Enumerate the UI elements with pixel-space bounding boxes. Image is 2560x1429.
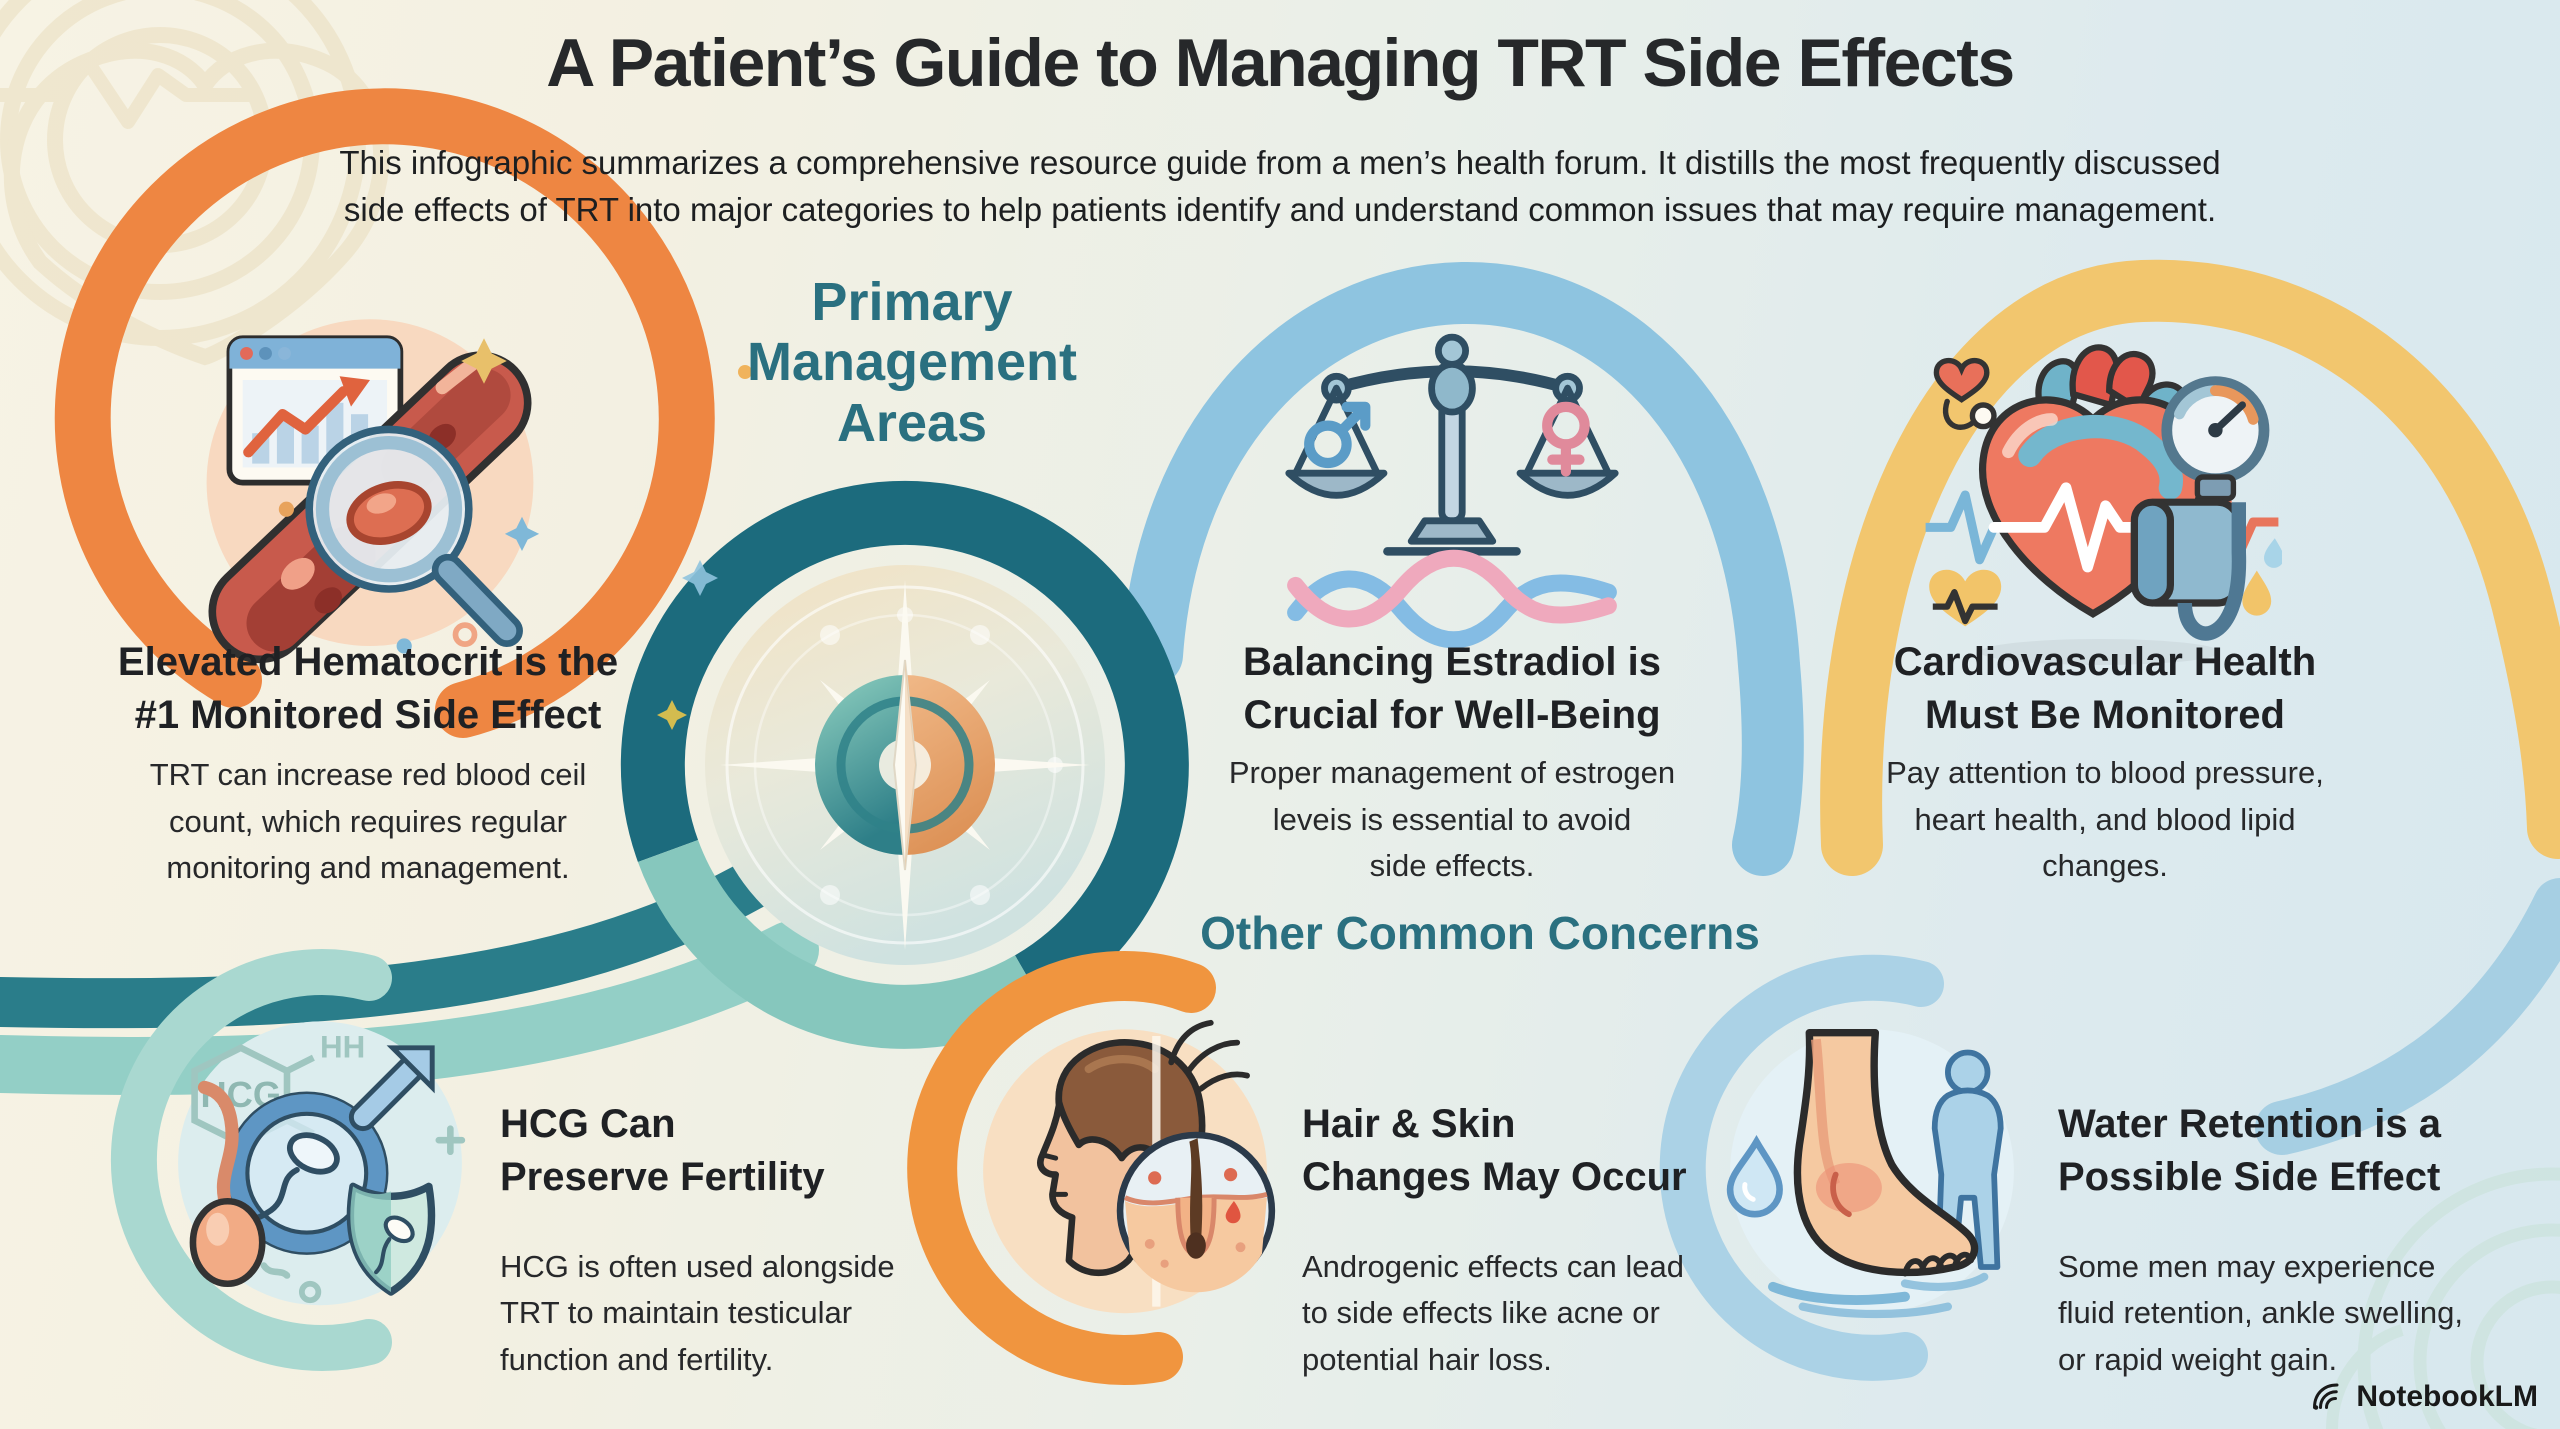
fertility-shield [346,1182,436,1296]
sparkle-gold [657,700,687,730]
sparkle [504,516,540,551]
flow-ribbon-blue-right [2255,878,2560,1155]
water-ripples [1768,1272,1989,1319]
magnifier [305,425,523,647]
h-atoms-label: HH [320,1030,365,1065]
hcg-card-text: HCG Can Preserve Fertility HCG is often … [500,1058,950,1414]
flow-ribbon-yellow-arch [1820,259,2560,876]
bp-gauge [2161,376,2270,502]
dna-helix [1287,549,1617,649]
icon-shadow [1980,639,2220,665]
yellow-heart [1929,569,2002,627]
hcg-ring [110,949,392,1371]
heart-blood-pressure-icon [1922,315,2282,675]
notebooklm-label: NotebookLM [2356,1380,2538,1413]
male-symbol [1304,401,1371,469]
droplet-gold [2242,570,2272,616]
hub-glyph-dots [820,607,1063,905]
bp-cuff [2130,498,2247,641]
sparkle [461,338,507,384]
plus-accent [435,1125,466,1156]
water-droplet [1726,1135,1783,1218]
mini-heart [1933,357,1990,403]
face-ring [907,951,1216,1385]
other-common-concerns-label: Other Common Concerns [1200,907,1760,959]
compass-hub-icon [660,520,1150,1010]
hcg-fertility-shield-icon: HCG HH [155,995,485,1325]
corner-arcs-watermark [2326,1167,2560,1429]
hcg-title: HCG Can Preserve Fertility [500,1102,825,1199]
toes [1902,1251,1974,1277]
blood-vessel-magnifier-icon [180,285,560,665]
hair-body: Androgenic effects can lead to side effe… [1302,1248,1685,1377]
flow-ribbon-orange-loop [54,88,715,738]
sebum-drop [1225,1201,1241,1224]
notebooklm-logo-icon [2313,1383,2339,1410]
water-card-text: Water Retention is a Possible Side Effec… [2058,1058,2528,1414]
droplet-blue [2264,538,2282,568]
page-subtitle: This infographic summarizes a comprehens… [339,144,2221,228]
ankle-swelling [1815,1163,1882,1213]
hair-card-text: Hair & Skin Changes May Occur Androgenic… [1302,1058,1742,1414]
foot [1793,1028,1979,1277]
sparkle-dot [738,365,752,379]
hub-ring-dark [620,480,1189,1011]
hub-ring-light [637,839,1047,1049]
balance-scale-dna-icon [1282,310,1622,650]
estradiol-body: Proper management of estrogen leveis is … [1228,755,1676,883]
hair-title: Hair & Skin Changes May Occur [1302,1102,1687,1199]
face-follicle-icon [960,1003,1290,1333]
foot-swelling-icon [1707,1003,2037,1333]
follicle-inset [1116,1131,1276,1293]
foot-ring [1659,954,1944,1381]
sparkle-blue [682,560,718,596]
page-title: A Patient’s Guide to Managing TRT Side E… [546,25,2015,101]
hcg-body: HCG is often used alongside TRT to maint… [500,1248,895,1377]
notebooklm-brand: NotebookLM [2310,1379,2538,1415]
cardio-body: Pay attention to blood pressure, heart h… [1886,755,2324,883]
flow-ribbon-blue-arch [1121,261,1804,876]
testis-shape [189,1080,266,1288]
female-symbol [1542,401,1590,477]
hair-strands [1168,1019,1250,1092]
estradiol-title: Balancing Estradiol is Crucial for Well-… [1243,640,1661,737]
water-title: Water Retention is a Possible Side Effec… [2058,1102,2442,1199]
cardio-title: Cardiovascular Health Must Be Monitored [1893,640,2317,737]
hair-shaft [1189,1138,1203,1244]
primary-management-areas-label: Primary Management Areas [746,272,1078,453]
hematocrit-body: TRT can increase red blood ceil count, w… [149,757,587,885]
ecg-heart [1988,482,2194,573]
water-body: Some men may experience fluid retention,… [2058,1248,2463,1377]
hematocrit-title: Elevated Hematocrit is the #1 Monitored … [117,640,619,737]
